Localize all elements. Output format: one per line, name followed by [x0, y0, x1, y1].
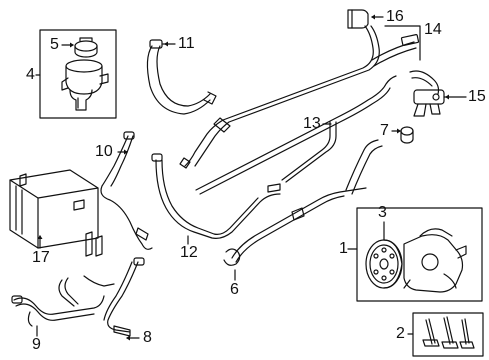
callout-4: 4 [26, 66, 35, 83]
callout-2: 2 [396, 325, 405, 342]
callout-5: 5 [50, 36, 59, 53]
pump-group-box [356, 207, 483, 302]
fitting-part [400, 126, 414, 144]
callout-10: 10 [95, 143, 113, 160]
callout-1: 1 [339, 240, 348, 257]
leader-14 [384, 25, 421, 61]
callout-3: 3 [378, 204, 387, 221]
return-hose-part [151, 153, 281, 239]
reservoir-group-box [39, 29, 117, 119]
callout-6: 6 [230, 281, 239, 298]
callout-16: 16 [386, 8, 404, 25]
bolts-part [422, 316, 475, 349]
pulley-part [365, 239, 403, 289]
oil-cooler-part [9, 169, 103, 257]
pump-part [403, 228, 467, 293]
pressure-hose-part [223, 139, 383, 266]
callout-11: 11 [178, 35, 195, 52]
callout-13: 13 [303, 115, 321, 132]
callout-14: 14 [424, 21, 442, 38]
cooler-hose-part [100, 131, 153, 250]
pressure-line-part [179, 25, 420, 169]
hose-assembly-part [409, 70, 445, 117]
cap-part [347, 9, 369, 29]
reservoir-part [61, 59, 109, 111]
callout-9: 9 [32, 336, 41, 353]
cooler-return-hose-part [11, 277, 105, 327]
cooler-supply-hose-part [83, 257, 145, 337]
callout-12: 12 [180, 244, 198, 261]
callout-17: 17 [32, 249, 50, 266]
reservoir-hose-part [146, 39, 217, 115]
callout-8: 8 [143, 329, 152, 346]
callout-15: 15 [468, 88, 486, 105]
return-line-part [195, 75, 397, 195]
reservoir-cap-part [74, 37, 98, 58]
callout-7: 7 [380, 122, 389, 139]
